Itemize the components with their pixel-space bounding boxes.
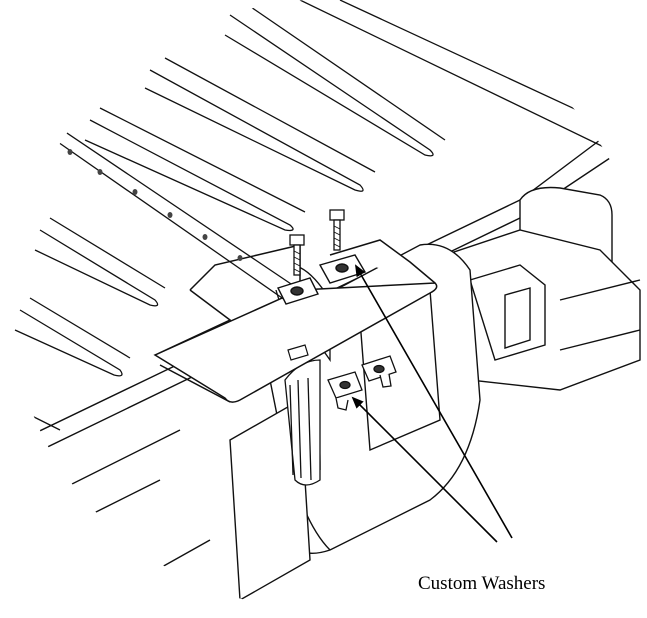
bolts [289,209,345,276]
clamp-tab [287,344,309,361]
custom-washers-label: Custom Washers [418,573,546,594]
side-container [429,186,641,391]
bracket-plate [153,239,438,403]
washer-lower-right [361,355,397,388]
washer-lower-left [327,371,363,411]
callout-arrow-lower [351,396,498,543]
roof-ribs [12,0,621,431]
callout-arrows [351,264,513,543]
perforated-rail [54,124,301,301]
washer-upper-left [277,277,319,305]
callout-arrow-upper [355,264,513,539]
